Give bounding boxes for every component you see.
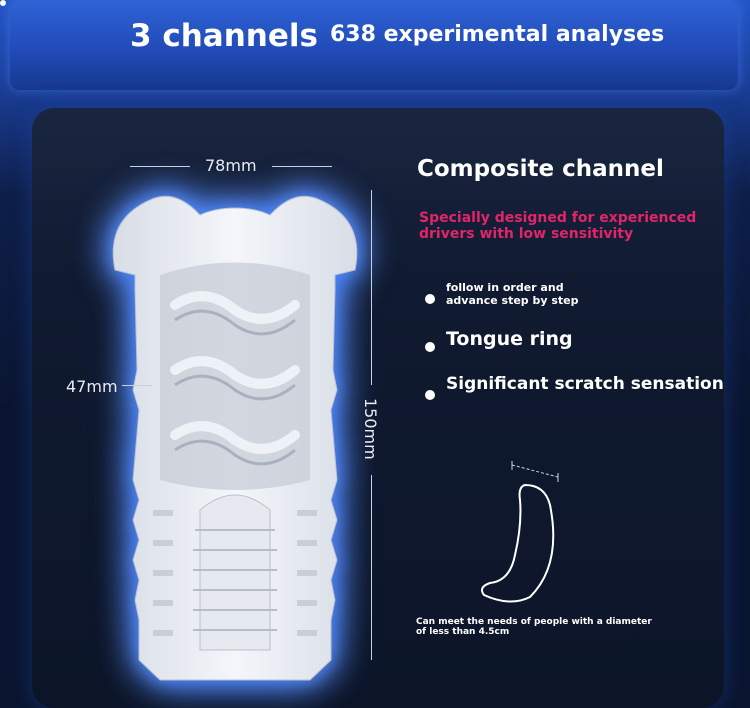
- diameter-diagram: [481, 461, 559, 603]
- product-image: [112, 195, 358, 681]
- header-title: 3 channels: [130, 18, 318, 54]
- dim-height: 150mm: [361, 398, 380, 460]
- dim-width-mid: 47mm: [66, 377, 118, 396]
- feature-1: follow in order and advance step by step: [446, 281, 579, 307]
- header-bar: 3 channels 638 experimental analyses: [10, 0, 738, 90]
- bullet-dot: [425, 390, 435, 400]
- info-title: Composite channel: [417, 156, 664, 182]
- dim-width-top: 78mm: [205, 156, 257, 175]
- info-subtitle: Specially designed for experienced drive…: [419, 210, 697, 242]
- footnote: Can meet the needs of people with a diam…: [416, 617, 652, 637]
- dim-height-top-line: [371, 190, 372, 385]
- bullet-dot: [425, 294, 435, 304]
- feature-2: Tongue ring: [446, 328, 573, 350]
- feature-3: Significant scratch sensation: [446, 374, 724, 394]
- header-subtitle: 638 experimental analyses: [330, 22, 665, 47]
- dim-mid-line: [122, 385, 152, 386]
- dim-top-right-line: [272, 166, 332, 167]
- dim-top-left-line: [130, 166, 190, 167]
- corner-dot: [0, 0, 6, 6]
- bullet-dot: [425, 342, 435, 352]
- dim-height-bottom-line: [371, 475, 372, 660]
